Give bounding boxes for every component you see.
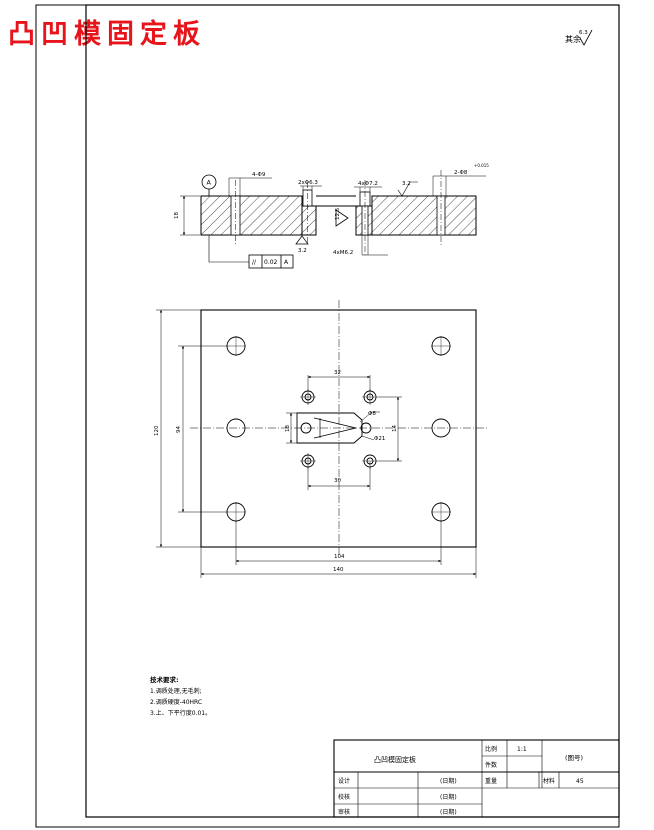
svg-text:1.调质处理,无毛刺;: 1.调质处理,无毛刺; <box>150 687 202 695</box>
svg-text:3.2: 3.2 <box>402 181 411 187</box>
svg-text:4xM6.2: 4xM6.2 <box>333 250 353 256</box>
title-block: 凸凹模固定板 比例 1:1 件数 (图号) 设计 校核 审核 (日期) (日期)… <box>333 739 620 818</box>
svg-text:(日期): (日期) <box>440 793 457 801</box>
inner-border <box>85 4 620 818</box>
svg-text:4-Φ9: 4-Φ9 <box>252 172 266 178</box>
svg-text:Φ8: Φ8 <box>368 411 376 417</box>
outer-border <box>35 4 620 828</box>
svg-text:2-Φ8: 2-Φ8 <box>454 170 468 176</box>
svg-text:校核: 校核 <box>338 793 350 801</box>
svg-text:设计: 设计 <box>338 777 350 785</box>
svg-text:140: 140 <box>333 567 344 573</box>
svg-text:件数: 件数 <box>485 761 497 769</box>
svg-text:0.02: 0.02 <box>264 259 278 266</box>
svg-text:凸凹模固定板: 凸凹模固定板 <box>374 755 416 764</box>
svg-text:(日期): (日期) <box>440 808 457 816</box>
svg-text:120: 120 <box>154 425 160 436</box>
svg-text:104: 104 <box>334 554 345 560</box>
svg-text:18: 18 <box>285 425 291 432</box>
drawing-headline: 凸凹模固定板 <box>8 19 206 50</box>
svg-text:审核: 审核 <box>338 808 350 816</box>
svg-text:32: 32 <box>334 370 341 376</box>
svg-text:30: 30 <box>334 478 341 484</box>
svg-text:94: 94 <box>176 426 182 433</box>
svg-text:2xΦ6.3: 2xΦ6.3 <box>298 180 318 186</box>
svg-text:A: A <box>207 179 212 187</box>
svg-text:6.3: 6.3 <box>579 30 588 36</box>
technical-notes: 技术要求: 1.调质处理,无毛刺; 2.调质硬度-40HRC 3.上、下平行度0… <box>150 675 211 717</box>
svg-text:材料: 材料 <box>543 777 555 785</box>
svg-text:其余: 其余 <box>565 34 581 44</box>
svg-text:3.2: 3.2 <box>298 248 307 254</box>
svg-text:(日期): (日期) <box>440 777 457 785</box>
svg-text:+0.015: +0.015 <box>474 163 489 168</box>
svg-text:1:1: 1:1 <box>517 746 527 753</box>
svg-text:2.调质硬度-40HRC: 2.调质硬度-40HRC <box>150 698 202 706</box>
svg-text:技术要求:: 技术要求: <box>150 675 179 684</box>
section-view: 12.5 A 4-Φ9 2xΦ6.3 4xΦ7.2 3.2 2-Φ8 +0.01… <box>174 163 489 269</box>
plan-view: 32 30 Φ8 Φ21 18 14 120 94 104 140 <box>154 300 488 578</box>
svg-text:(图号): (图号) <box>565 754 583 762</box>
svg-text:重量: 重量 <box>485 777 497 785</box>
svg-text:18: 18 <box>174 212 180 219</box>
svg-text:比例: 比例 <box>485 745 497 753</box>
svg-text:14: 14 <box>392 425 398 432</box>
svg-text:45: 45 <box>576 778 584 785</box>
svg-text:A: A <box>284 259 289 266</box>
svg-text:12.5: 12.5 <box>335 207 341 220</box>
svg-text://: // <box>252 259 257 266</box>
svg-text:Φ21: Φ21 <box>374 436 385 442</box>
svg-text:4xΦ7.2: 4xΦ7.2 <box>358 181 378 187</box>
surface-finish-symbol: 其余 6.3 <box>565 29 593 46</box>
svg-text:3.上、下平行度0.01。: 3.上、下平行度0.01。 <box>150 709 211 717</box>
